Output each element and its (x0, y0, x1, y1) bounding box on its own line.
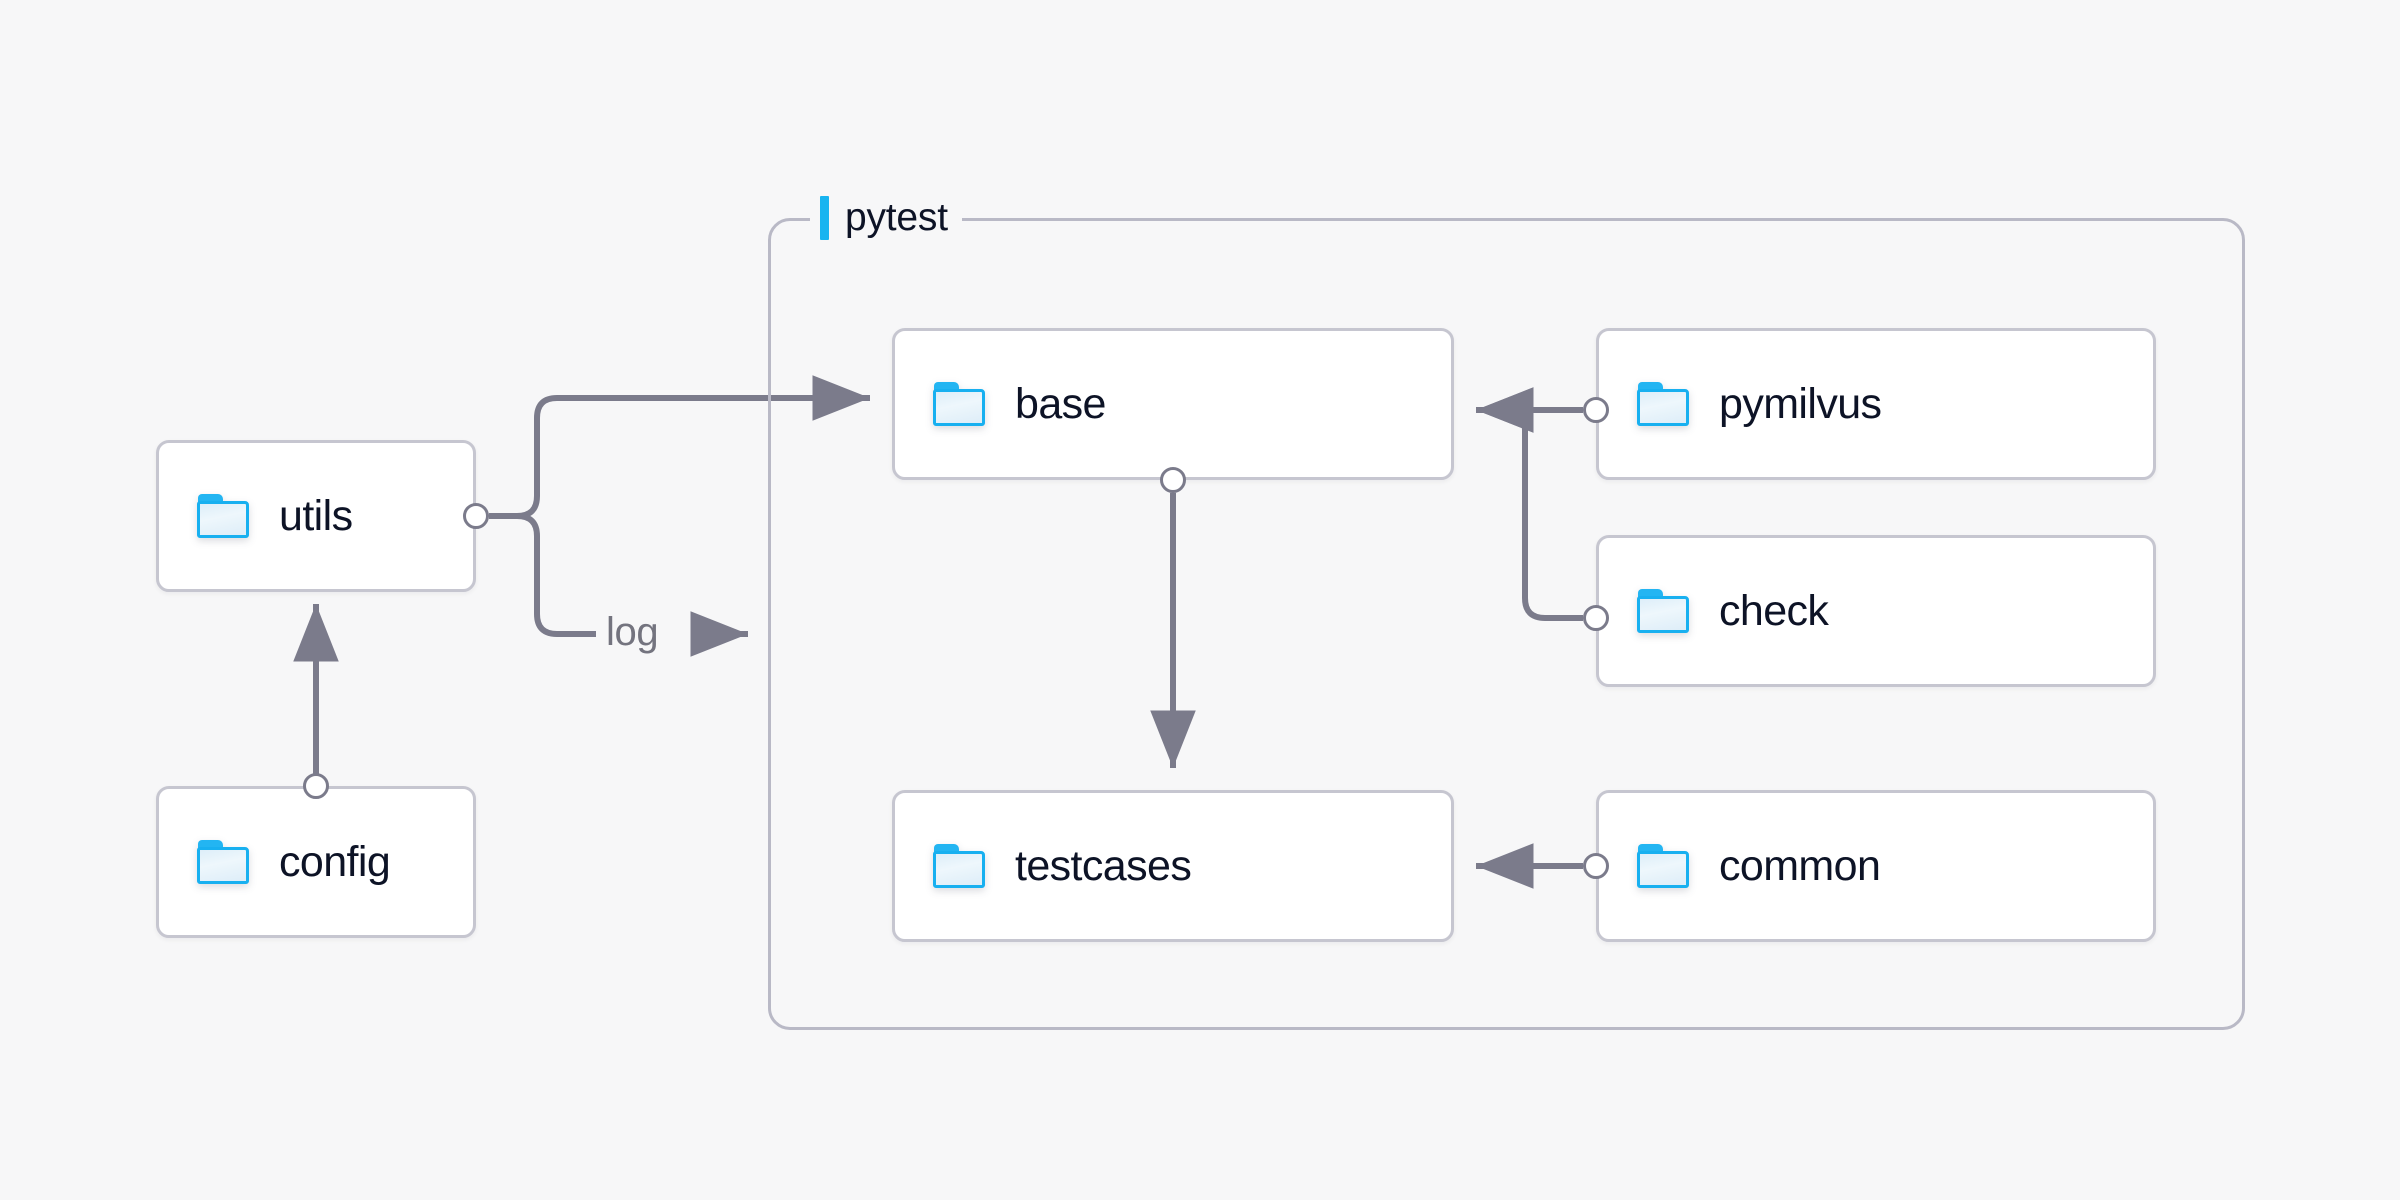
node-config[interactable]: config (156, 786, 476, 938)
group-pytest-label: pytest (810, 191, 962, 245)
group-pytest[interactable] (768, 218, 2245, 1030)
node-check[interactable]: check (1596, 535, 2156, 687)
folder-icon (933, 382, 985, 426)
node-pymilvus-label: pymilvus (1719, 379, 1882, 428)
folder-icon (197, 840, 249, 884)
handle-common-left[interactable] (1583, 853, 1609, 879)
handle-config-top[interactable] (303, 773, 329, 799)
group-pytest-label-text: pytest (845, 196, 948, 239)
handle-pymilvus-left[interactable] (1583, 397, 1609, 423)
folder-icon (1637, 589, 1689, 633)
node-utils[interactable]: utils (156, 440, 476, 592)
folder-icon (197, 494, 249, 538)
handle-base-bottom[interactable] (1160, 467, 1186, 493)
node-testcases-label: testcases (1015, 841, 1192, 890)
node-pymilvus[interactable]: pymilvus (1596, 328, 2156, 480)
node-testcases[interactable]: testcases (892, 790, 1454, 942)
node-utils-label: utils (279, 491, 353, 540)
node-config-label: config (279, 837, 391, 886)
handle-utils-right[interactable] (463, 503, 489, 529)
node-check-label: check (1719, 586, 1829, 635)
node-base[interactable]: base (892, 328, 1454, 480)
node-common[interactable]: common (1596, 790, 2156, 942)
node-base-label: base (1015, 379, 1106, 428)
handle-check-left[interactable] (1583, 605, 1609, 631)
folder-icon (1637, 844, 1689, 888)
folder-icon (1637, 382, 1689, 426)
folder-icon (933, 844, 985, 888)
group-accent-bar (820, 196, 829, 240)
edge-label-log: log (600, 612, 665, 652)
node-common-label: common (1719, 841, 1881, 890)
